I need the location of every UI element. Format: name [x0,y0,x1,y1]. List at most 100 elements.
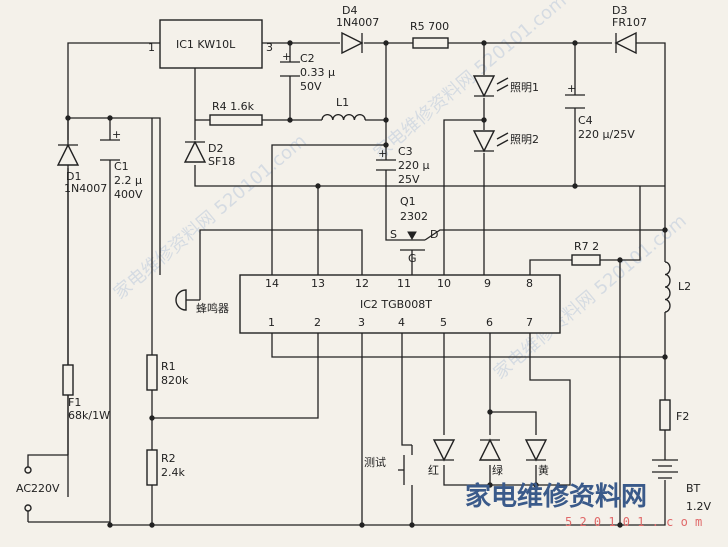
ic2: IC2 TGB008T 14 13 12 11 10 9 8 1 2 3 4 5… [239,274,561,334]
svg-text:+: + [378,147,387,160]
diode-d3: D3 FR107 [612,4,647,55]
c1-ref: C1 [114,160,129,173]
logo-url: 5 2 0 1 0 1 . c o m [565,515,702,529]
resistor-r7: R7 2 [571,240,601,266]
ic2-pin-1: 1 [268,316,275,329]
capacitor-c3: + C3 220 μ 25V [376,145,430,186]
battery-value: 1.2V [686,500,711,513]
junction-dots [65,40,668,528]
c3-value-2: 25V [398,173,420,186]
svg-text:+: + [282,50,291,63]
led-yellow: 黄 [524,439,549,477]
ic2-pin-2: 2 [314,316,321,329]
ic1: IC1 KW10L 1 3 [148,19,273,69]
r2-value: 2.4k [161,466,185,479]
ic2-pin-14: 14 [265,277,279,290]
ic2-pin-3: 3 [358,316,365,329]
led-green: 绿 [478,438,503,477]
buzzer: 蜂鸣器 [175,289,229,315]
r7-label: R7 2 [574,240,599,253]
ic2-pin-4: 4 [398,316,405,329]
ic2-pin-13: 13 [311,277,325,290]
site-logo: 家电维修资料网 5 2 0 1 0 1 . c o m [465,481,702,529]
led-lamp2: 照明2 [472,130,539,153]
c4-value: 220 μ/25V [578,128,635,141]
logo-text: 家电维修资料网 [465,481,647,512]
resistor-r5: R5 700 [410,20,449,49]
test-switch: 测试 [364,445,413,500]
led-red-label: 红 [428,464,439,477]
r2-ref: R2 [161,452,176,465]
battery-ref: BT [686,482,701,495]
inductor-l1: L1 [321,96,366,121]
led-yellow-label: 黄 [538,463,549,477]
ic2-pin-8: 8 [526,277,533,290]
capacitor-c2: + C2 0.33 μ 50V [280,50,335,93]
ic1-pin3: 3 [266,41,273,54]
d4-value: 1N4007 [336,16,379,29]
q1-ref: Q1 [400,195,416,208]
led-red: 红 [428,439,456,477]
ic2-pin-12: 12 [355,277,369,290]
c2-value-1: 0.33 μ [300,66,335,79]
ic1-label: IC1 KW10L [176,38,236,51]
svg-text:+: + [567,82,576,95]
f1-ref: F1 [68,396,81,409]
d4-ref: D4 [342,4,357,17]
c2-ref: C2 [300,52,315,65]
capacitor-c4: + C4 220 μ/25V [565,82,635,141]
ic2-pin-7: 7 [526,316,533,329]
buzzer-label: 蜂鸣器 [196,301,229,315]
l1-label: L1 [336,96,349,109]
ic2-pin-9: 9 [484,277,491,290]
r5-label: R5 700 [410,20,449,33]
d2-ref: D2 [208,142,223,155]
diode-d1: D1 1N4007 [56,143,107,195]
ac-input: AC220V [16,466,60,512]
r1-ref: R1 [161,360,176,373]
q1-drain: D [430,228,438,241]
c3-ref: C3 [398,145,413,158]
ic1-pin1: 1 [148,41,155,54]
ic2-pins-bottom: 1 2 3 4 5 6 7 [268,316,533,329]
l2-label: L2 [678,280,691,293]
ic2-pin-6: 6 [486,316,493,329]
wires [27,42,666,526]
fuse-f1: F1 68k/1W [62,364,110,422]
d1-ref: D1 [66,170,81,183]
led-lamp1: 照明1 [472,75,539,98]
c2-value-2: 50V [300,80,322,93]
mosfet-q1: Q1 2302 S D G [390,195,438,265]
capacitor-c1: + C1 2.2 μ 400V [100,128,143,201]
q1-gate: G [408,252,417,265]
q1-source: S [390,228,397,241]
ic2-label: IC2 TGB008T [360,298,432,311]
fuse-f2: F2 [659,399,689,431]
r4-label: R4 1.6k [212,100,255,113]
test-label: 测试 [364,456,386,469]
ic2-pin-5: 5 [440,316,447,329]
lamp2-label: 照明2 [510,133,539,146]
led-green-label: 绿 [492,463,503,477]
f2-label: F2 [676,410,689,423]
resistor-r2: R2 2.4k [146,449,185,486]
q1-value: 2302 [400,210,428,223]
d2-value: SF18 [208,155,235,168]
c3-value-1: 220 μ [398,159,430,172]
ic2-pin-10: 10 [437,277,451,290]
ac-label: AC220V [16,482,60,495]
svg-text:家电维修资料网 520101.com: 家电维修资料网 520101.com [370,0,571,164]
r1-value: 820k [161,374,189,387]
svg-text:+: + [112,128,121,141]
d1-value: 1N4007 [64,182,107,195]
resistor-r1: R1 820k [146,354,189,391]
diode-d2: D2 SF18 [183,140,235,168]
c1-value-2: 400V [114,188,143,201]
lamp1-label: 照明1 [510,81,539,94]
d3-ref: D3 [612,4,627,17]
d3-value: FR107 [612,16,647,29]
c4-ref: C4 [578,114,593,127]
ic2-pin-11: 11 [397,277,411,290]
battery: BT 1.2V [652,459,711,513]
